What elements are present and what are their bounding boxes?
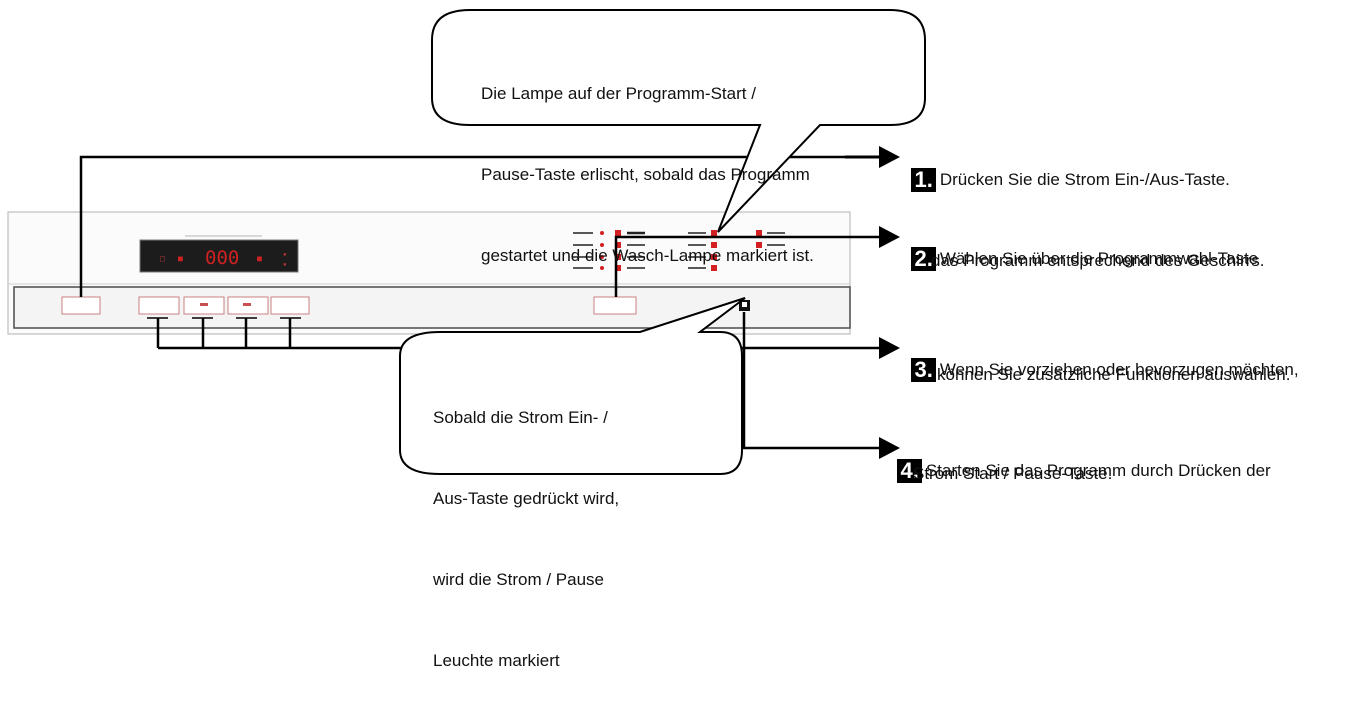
power-button[interactable] xyxy=(61,296,101,315)
step-3: 3.Wenn Sie vorziehen oder bevorzugen möc… xyxy=(902,335,1299,382)
program-indicators-left xyxy=(573,230,645,271)
program-indicators-middle xyxy=(688,230,717,271)
step-2-line-2: das Programm entsprechend des Geschirrs. xyxy=(931,251,1265,270)
display-digits: 000 xyxy=(205,247,239,269)
function-button-1[interactable] xyxy=(138,296,180,315)
program-indicators-right xyxy=(756,230,785,248)
program-select-button[interactable] xyxy=(593,296,637,315)
svg-text:■: ■ xyxy=(257,254,262,263)
top-bubble-line-2: Pause-Taste erlischt, sobald das Program… xyxy=(481,165,810,184)
bottom-bubble-line-2: Aus-Taste gedrückt wird, xyxy=(433,489,620,508)
svg-text:▪: ▪ xyxy=(283,251,287,258)
step-2: 2.Wählen Sie über die Programmwahl-Taste xyxy=(902,224,1258,271)
svg-text:□: □ xyxy=(160,254,165,263)
diagram-canvas: □ ■ 000 ■ ▪ ▪ xyxy=(7,9,926,475)
top-bubble-line-1: Die Lampe auf der Programm-Start / xyxy=(481,84,756,103)
step-1: 1.Drücken Sie die Strom Ein-/Aus-Taste. xyxy=(902,145,1230,192)
step-2-number: 2. xyxy=(911,247,936,271)
svg-text:▪: ▪ xyxy=(283,261,287,268)
digital-display xyxy=(139,239,299,273)
svg-text:■: ■ xyxy=(178,254,183,263)
step-1-number: 1. xyxy=(911,168,936,192)
arrow-step-4 xyxy=(742,312,900,459)
arrow-step-2 xyxy=(614,226,900,297)
top-callout-bubble xyxy=(431,9,926,233)
step-3-text-line-1: Wenn Sie vorziehen oder bevorzugen möcht… xyxy=(939,360,1299,379)
step-4-number: 4. xyxy=(897,459,922,483)
control-panel: □ ■ 000 ■ ▪ ▪ xyxy=(7,211,851,335)
step-4-text-line-1: Starten Sie das Programm durch Drücken d… xyxy=(925,461,1271,480)
step-4-line-2: Strom Start / Pause-Taste. xyxy=(913,464,1113,483)
bottom-bubble-line-1: Sobald die Strom Ein- / xyxy=(433,408,608,427)
bottom-callout-bubble xyxy=(399,297,746,475)
top-bubble-line-3: gestartet und die Wasch-Lampe markiert i… xyxy=(481,246,814,265)
bottom-bubble-text: Sobald die Strom Ein- / Aus-Taste gedrüc… xyxy=(433,350,619,701)
arrow-step-1 xyxy=(79,146,900,297)
step-2-text-line-1: Wählen Sie über die Programmwahl-Taste xyxy=(939,249,1259,268)
bottom-bubble-line-4: Leuchte markiert xyxy=(433,651,560,670)
step-1-text: Drücken Sie die Strom Ein-/Aus-Taste. xyxy=(939,170,1230,189)
step-3-line-2: können Sie zusätzliche Funktionen auswäh… xyxy=(937,365,1291,384)
arrow-step-3 xyxy=(147,317,900,359)
step-3-number: 3. xyxy=(911,358,936,382)
bottom-bubble-line-3: wird die Strom / Pause xyxy=(433,570,605,589)
top-bubble-text: Die Lampe auf der Programm-Start / Pause… xyxy=(481,26,814,296)
step-4: 4.Starten Sie das Programm durch Drücken… xyxy=(888,436,1271,483)
function-button-4[interactable] xyxy=(270,296,310,315)
